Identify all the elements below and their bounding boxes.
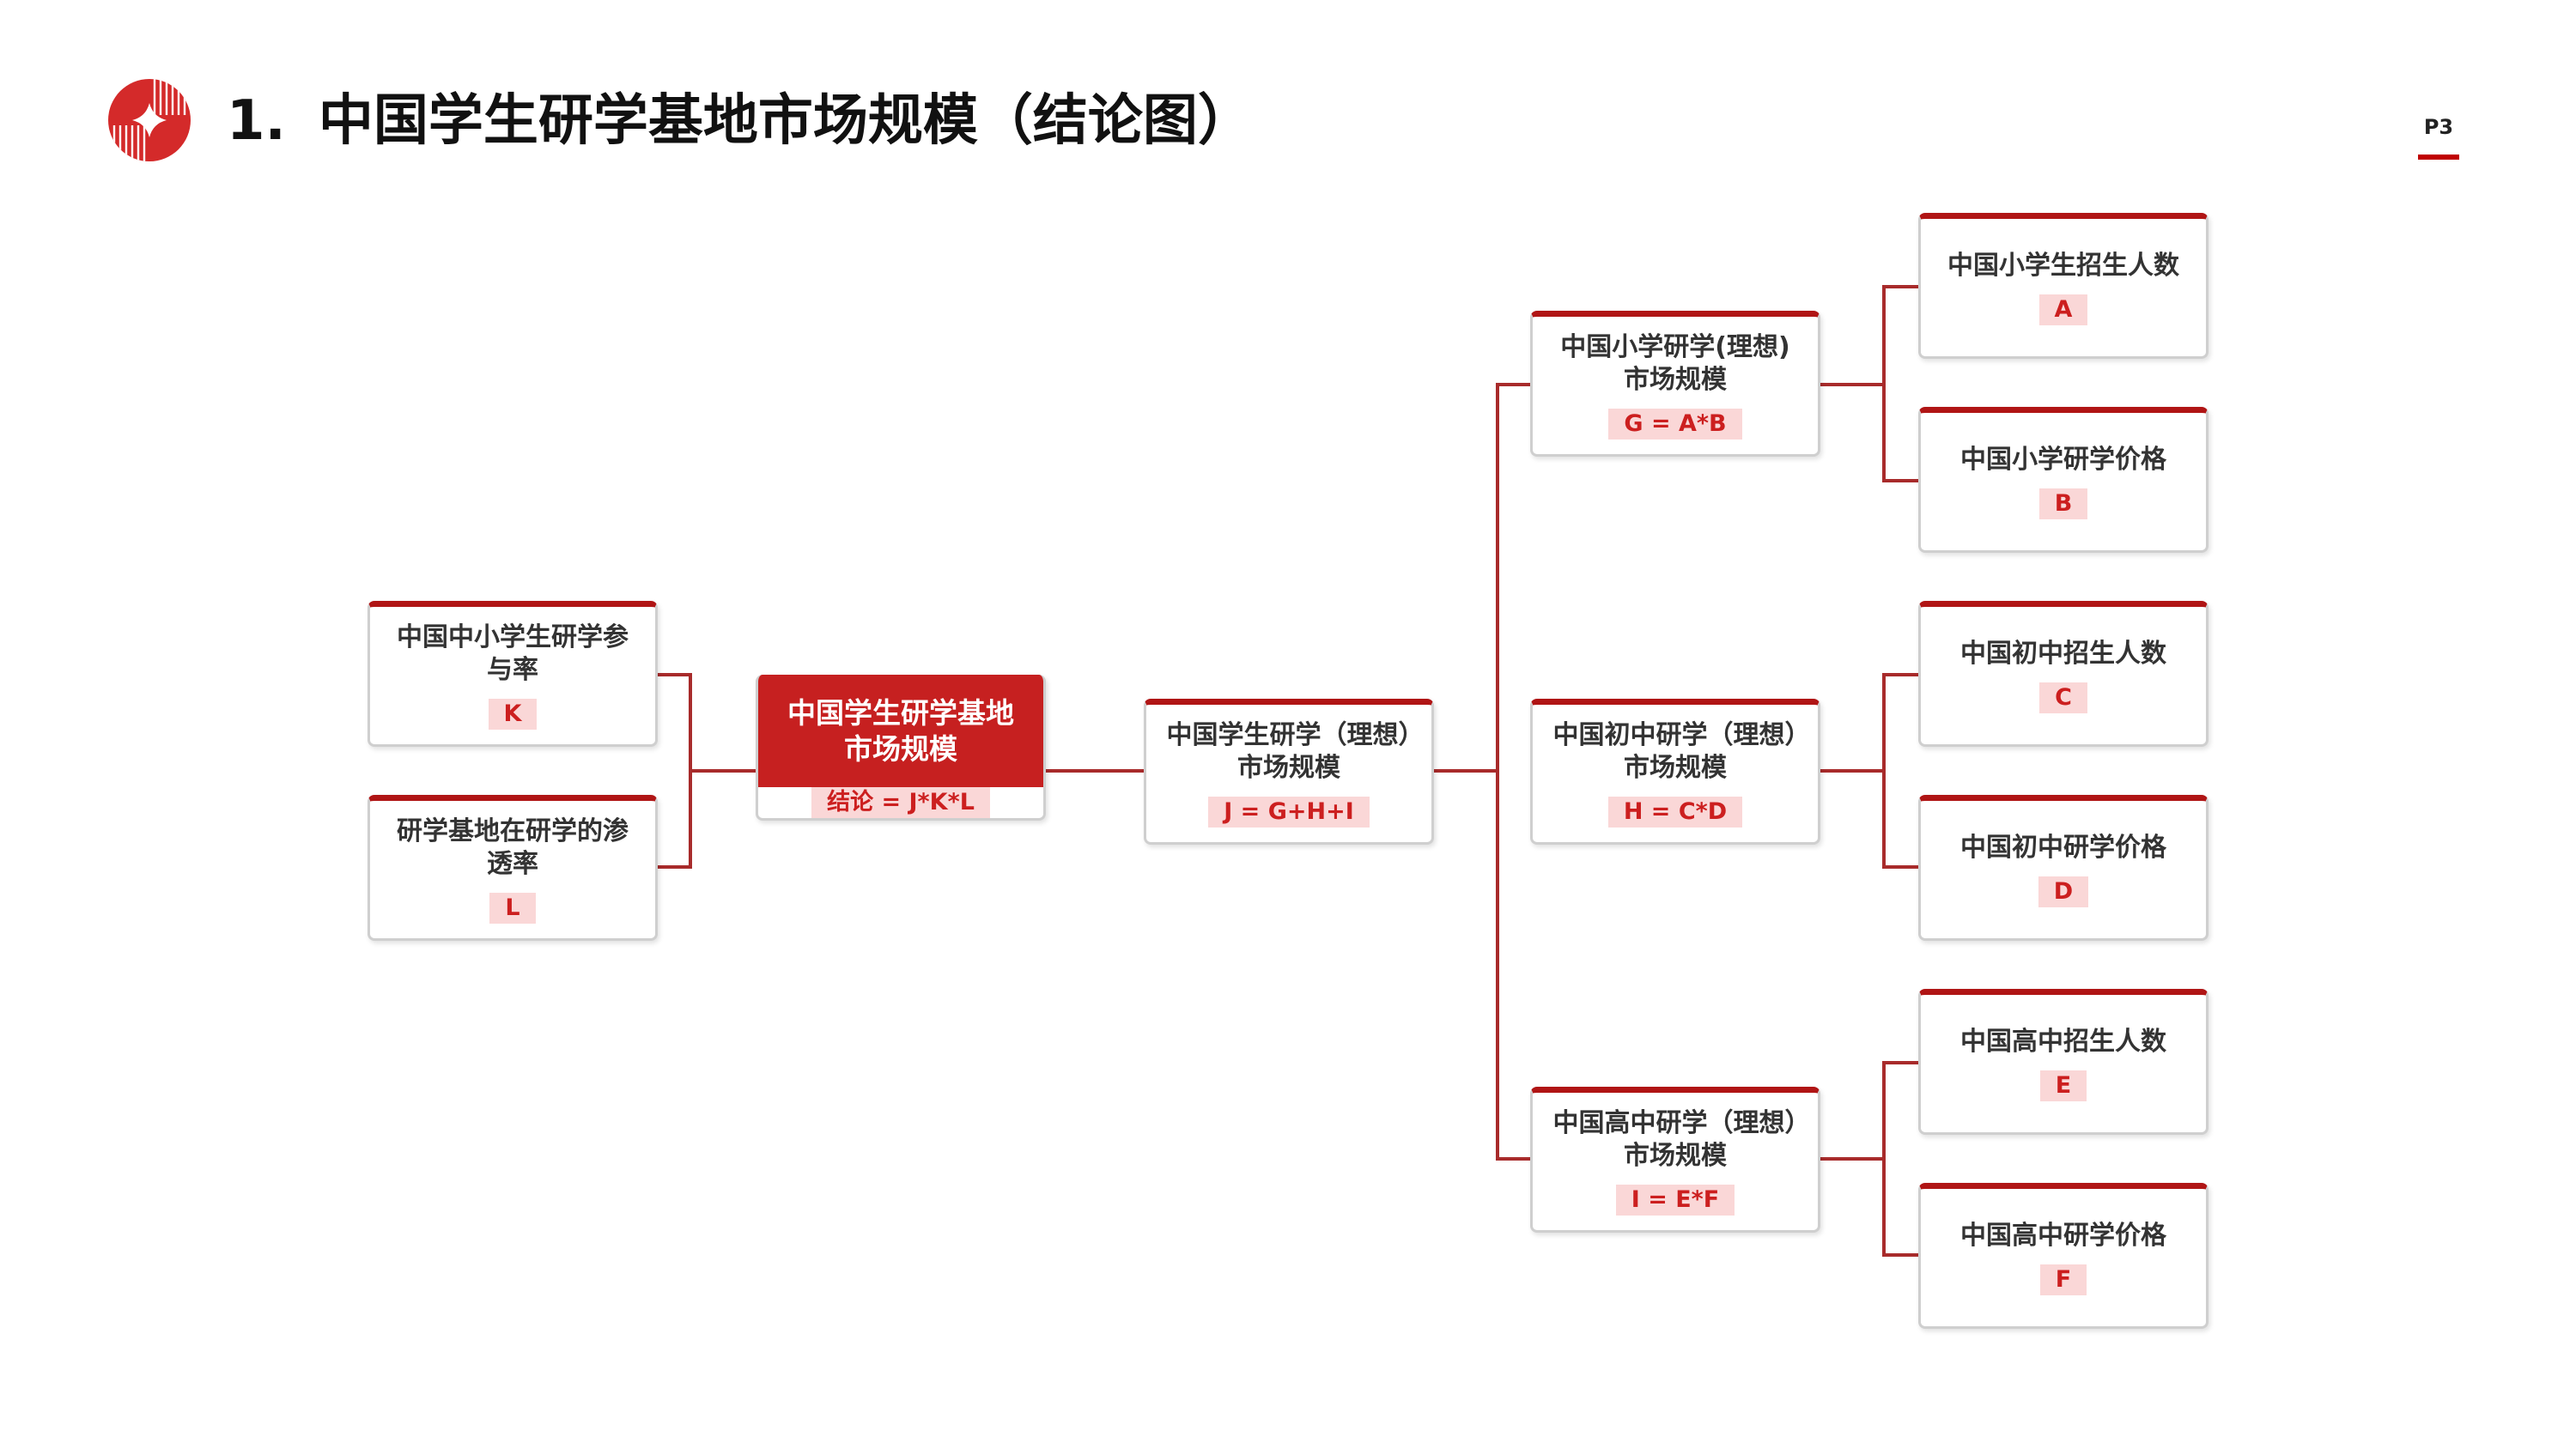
node-formula: D — [2038, 876, 2089, 907]
node-senior-enrollment: 中国高中招生人数 E — [1918, 989, 2208, 1135]
title-number: 1. — [227, 89, 286, 153]
node-formula: L — [489, 893, 536, 924]
node-formula: E — [2039, 1070, 2087, 1101]
title-text: 中国学生研学基地市场规模（结论图） — [318, 89, 1253, 153]
node-label: 中国初中研学（理想）市场规模 — [1552, 720, 1798, 783]
node-senior-price: 中国高中研学价格 F — [1918, 1183, 2208, 1329]
page-number: P3 — [2423, 115, 2454, 139]
connector-junior-bracket — [1882, 673, 1918, 869]
node-formula: H = C*D — [1607, 797, 1743, 828]
root-footer: 结论 = J*K*L — [758, 787, 1043, 818]
node-label: 中国小学研学价格 — [1960, 445, 2166, 475]
node-participation-rate: 中国中小学生研学参与率 K — [368, 601, 658, 747]
node-label: 中国高中招生人数 — [1960, 1027, 2166, 1057]
node-primary-market: 中国小学研学(理想)市场规模 G = A*B — [1530, 311, 1820, 457]
node-junior-enrollment: 中国初中招生人数 C — [1918, 601, 2208, 747]
node-formula: 结论 = J*K*L — [811, 787, 990, 818]
connector-left-bracket — [658, 673, 692, 869]
node-formula: K — [488, 699, 538, 730]
node-formula: A — [2038, 294, 2088, 325]
node-primary-price: 中国小学研学价格 B — [1918, 407, 2208, 553]
node-label: 中国高中研学（理想）市场规模 — [1552, 1108, 1798, 1171]
node-formula: I = E*F — [1615, 1185, 1735, 1216]
connector-senior-bracket — [1882, 1061, 1918, 1257]
node-penetration-rate: 研学基地在研学的渗透率 L — [368, 795, 658, 941]
company-logo — [108, 79, 191, 161]
node-label: 中国学生研学（理想）市场规模 — [1166, 720, 1412, 783]
node-label: 研学基地在研学的渗透率 — [397, 816, 629, 879]
page-number-underline — [2418, 155, 2459, 160]
node-label: 中国初中研学价格 — [1960, 833, 2166, 863]
node-label: 中国高中研学价格 — [1960, 1221, 2166, 1251]
page-title: 1. 中国学生研学基地市场规模（结论图） — [227, 82, 1253, 160]
node-junior-price: 中国初中研学价格 D — [1918, 795, 2208, 941]
node-label: 中国初中招生人数 — [1960, 639, 2166, 669]
node-formula: J = G+H+I — [1208, 797, 1370, 828]
node-junior-market: 中国初中研学（理想）市场规模 H = C*D — [1530, 699, 1820, 845]
node-formula: F — [2039, 1264, 2087, 1295]
node-formula: B — [2038, 488, 2088, 519]
node-senior-market: 中国高中研学（理想）市场规模 I = E*F — [1530, 1087, 1820, 1233]
connector-levels-bracket — [1496, 383, 1530, 1161]
node-formula: C — [2039, 682, 2087, 713]
node-formula: G = A*B — [1608, 409, 1742, 440]
root-header: 中国学生研学基地市场规模 — [758, 675, 1043, 787]
connector-primary-bracket — [1882, 285, 1918, 482]
node-label: 中国小学研学(理想)市场规模 — [1560, 332, 1790, 395]
node-total-market: 中国学生研学（理想）市场规模 J = G+H+I — [1144, 699, 1434, 845]
node-primary-enrollment: 中国小学生招生人数 A — [1918, 213, 2208, 359]
node-label: 中国学生研学基地市场规模 — [787, 695, 1014, 766]
node-root-market-size: 中国学生研学基地市场规模 结论 = J*K*L — [756, 675, 1046, 821]
node-label: 中国小学生招生人数 — [1947, 251, 2179, 281]
node-label: 中国中小学生研学参与率 — [397, 622, 629, 685]
